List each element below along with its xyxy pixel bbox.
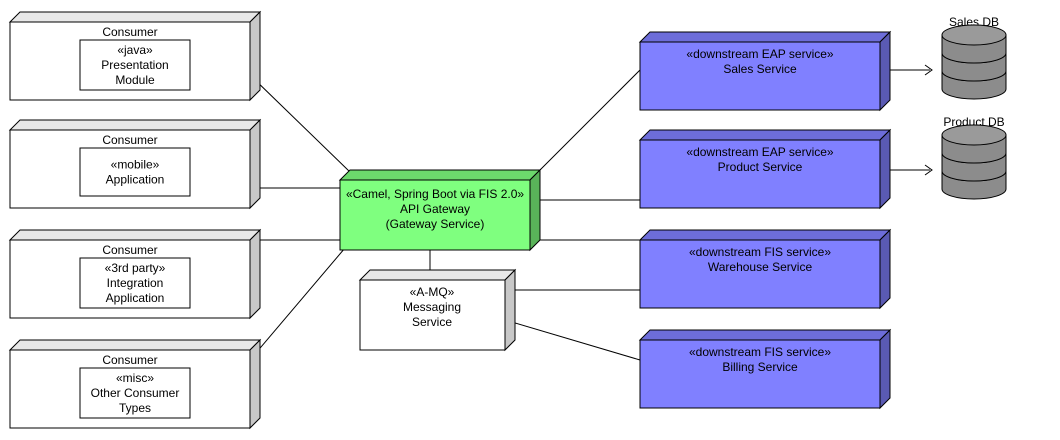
service-node-3-top-face bbox=[638, 229, 892, 241]
label-line: «mobile» bbox=[111, 158, 160, 172]
consumer-title: Consumer bbox=[102, 25, 157, 39]
messaging-service-node-side-face bbox=[504, 268, 516, 352]
label-line: Sales Service bbox=[723, 62, 797, 76]
arrowhead-sales-db bbox=[924, 64, 933, 76]
disk-top bbox=[941, 124, 1007, 146]
label-line: Presentation bbox=[101, 58, 168, 72]
label-line: «downstream EAP service» bbox=[686, 145, 834, 159]
service-node-2-side-face bbox=[879, 128, 891, 210]
api-gateway-node-front-face bbox=[339, 179, 531, 251]
label-line: «downstream FIS service» bbox=[689, 245, 831, 259]
label-line: Product Service bbox=[718, 160, 803, 174]
label-line: «java» bbox=[117, 43, 153, 57]
service-node-2[interactable]: «downstream EAP service»Product Service bbox=[638, 128, 892, 210]
consumer-title: Consumer bbox=[102, 353, 157, 367]
consumer-node-4-top-face bbox=[8, 339, 262, 351]
database-label: Product DB bbox=[943, 115, 1004, 129]
edge-gateway-sales bbox=[537, 69, 641, 173]
label-line: Other Consumer bbox=[91, 386, 180, 400]
label-line: Application bbox=[106, 291, 165, 305]
service-node-3-side-face bbox=[879, 228, 891, 310]
messaging-service-node-front-face bbox=[359, 279, 506, 351]
edge-consumer1-gateway bbox=[249, 74, 351, 173]
artifact-box[interactable] bbox=[79, 367, 191, 419]
label-line: Application bbox=[106, 173, 165, 187]
service-node-3[interactable]: «downstream FIS service»Warehouse Servic… bbox=[638, 228, 892, 310]
service-node-4-top-face bbox=[638, 329, 892, 341]
consumer-node-3-top-face bbox=[8, 229, 262, 241]
label-line: Billing Service bbox=[722, 360, 798, 374]
label-line: Integration bbox=[107, 276, 164, 290]
label-line: Warehouse Service bbox=[708, 260, 813, 274]
consumer-node-3-side-face bbox=[249, 228, 261, 320]
label-line: (Gateway Service) bbox=[386, 217, 485, 231]
label-line: «downstream FIS service» bbox=[689, 345, 831, 359]
disk-top bbox=[941, 24, 1007, 46]
label-line: «A-MQ» bbox=[410, 285, 455, 299]
label-line: «downstream EAP service» bbox=[686, 47, 834, 61]
service-node-4-front-face bbox=[639, 339, 881, 409]
service-node-2-top-face bbox=[638, 129, 892, 141]
service-node-3-front-face bbox=[639, 239, 881, 309]
messaging-service-node-top-face bbox=[358, 269, 517, 281]
api-gateway-node[interactable]: «Camel, Spring Boot via FIS 2.0»API Gate… bbox=[338, 168, 542, 252]
database-1[interactable]: Sales DB bbox=[941, 15, 1007, 100]
api-gateway-node-top-face bbox=[338, 169, 542, 181]
label-line: Module bbox=[115, 73, 155, 87]
consumer-node-2-top-face bbox=[8, 119, 262, 131]
service-node-4[interactable]: «downstream FIS service»Billing Service bbox=[638, 328, 892, 410]
service-node-1-side-face bbox=[879, 30, 891, 112]
label-line: «Camel, Spring Boot via FIS 2.0» bbox=[346, 187, 524, 201]
label-line: «misc» bbox=[116, 371, 154, 385]
api-gateway-node-side-face bbox=[529, 168, 541, 252]
consumer-node-1-side-face bbox=[249, 10, 261, 102]
label-line: API Gateway bbox=[400, 202, 470, 216]
edge-messaging-billing bbox=[504, 319, 641, 361]
consumer-node-2[interactable]: Consumer «mobile»Application bbox=[8, 118, 262, 210]
service-node-1-front-face bbox=[639, 41, 881, 111]
service-node-2-front-face bbox=[639, 139, 881, 209]
label-line: Service bbox=[412, 315, 452, 329]
label-line: Types bbox=[119, 401, 151, 415]
label-line: «3rd party» bbox=[105, 261, 166, 275]
label-line: Messaging bbox=[403, 300, 461, 314]
database-2[interactable]: Product DB bbox=[941, 115, 1007, 200]
arrowhead-product-db bbox=[924, 164, 933, 176]
artifact-box[interactable] bbox=[79, 39, 191, 91]
consumer-node-3[interactable]: Consumer «3rd party»IntegrationApplicatio… bbox=[8, 228, 262, 320]
consumer-title: Consumer bbox=[102, 243, 157, 257]
artifact-box[interactable] bbox=[79, 257, 191, 309]
consumer-title: Consumer bbox=[102, 133, 157, 147]
service-node-1-top-face bbox=[638, 31, 892, 43]
service-node-1[interactable]: «downstream EAP service»Sales Service bbox=[638, 30, 892, 112]
artifact-box[interactable] bbox=[79, 147, 191, 197]
consumer-node-2-side-face bbox=[249, 118, 261, 210]
consumer-node-1-top-face bbox=[8, 11, 262, 23]
edge-consumer4-gateway bbox=[249, 247, 346, 361]
consumer-node-4-side-face bbox=[249, 338, 261, 430]
service-node-4-side-face bbox=[879, 328, 891, 410]
